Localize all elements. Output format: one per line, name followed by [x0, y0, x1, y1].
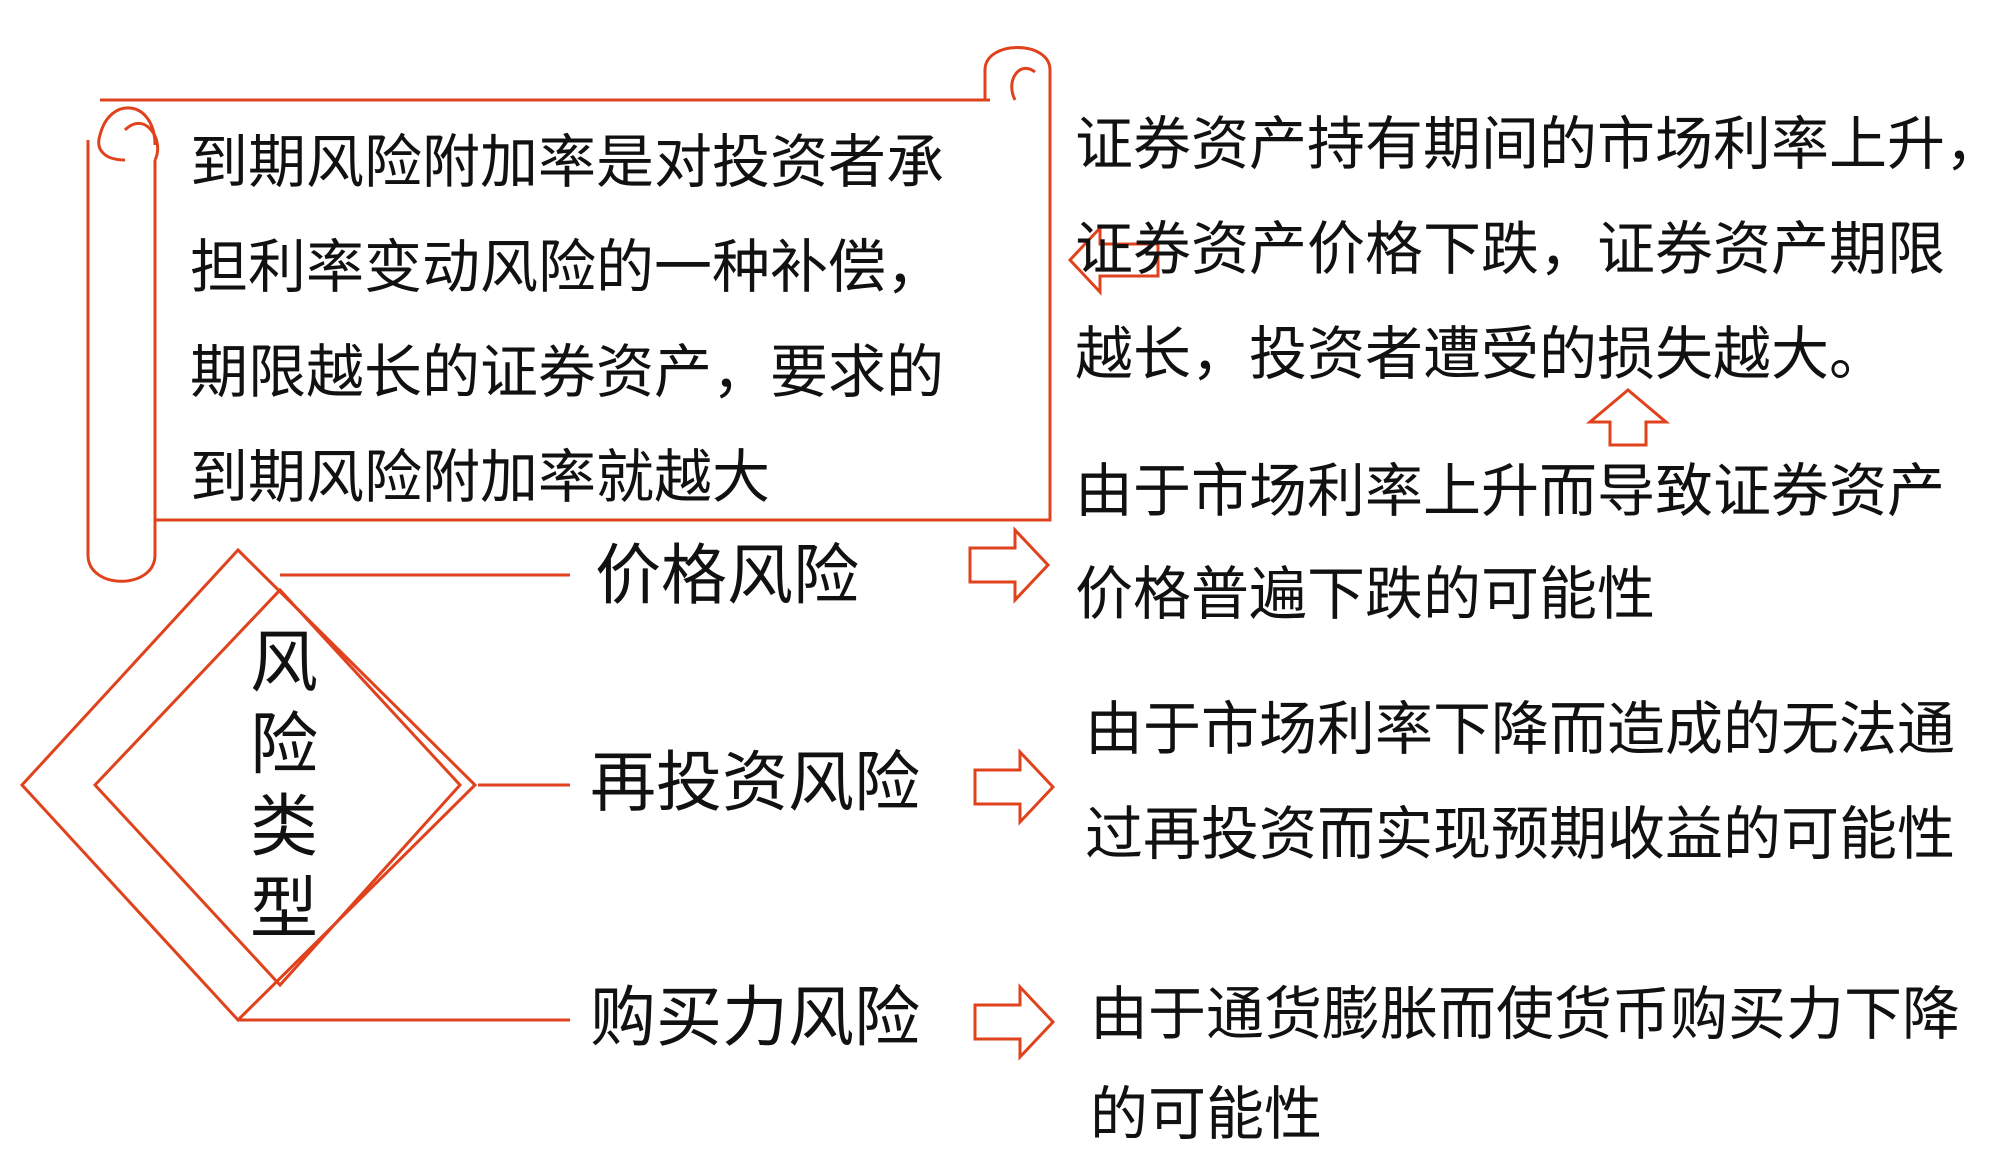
- arrow-up-icon: [1585, 388, 1671, 447]
- center-char-3: 类: [250, 788, 319, 867]
- risk-desc-price-line-1: 由于市场利率上升而导致证券资产: [1075, 457, 1946, 525]
- scroll-bottom-edge: [155, 500, 1052, 522]
- arrow-right-icon-purchasing: [973, 983, 1056, 1061]
- scroll-left-roll: [123, 122, 160, 161]
- risk-label-price: 价格风险: [595, 537, 859, 614]
- risk-desc-price-line-2: 价格普遍下跌的可能性: [1075, 560, 1656, 628]
- risk-desc-reinvest-line-1: 由于市场利率下降而造成的无法通: [1085, 695, 1956, 763]
- risk-desc-reinvest-line-2: 过再投资而实现预期收益的可能性: [1085, 800, 1956, 868]
- scroll-note-line-1: 到期风险附加率是对投资者承: [190, 128, 945, 196]
- center-char-4: 型: [250, 870, 319, 949]
- risk-label-reinvest: 再投资风险: [590, 744, 920, 821]
- scroll-left-edge: [86, 140, 157, 583]
- scroll-frame: [86, 46, 1052, 583]
- scroll-note-line-3: 期限越长的证券资产，要求的: [190, 338, 945, 406]
- diamond-inner: [92, 587, 463, 988]
- explanation-line-2: 证券资产价格下跌，证券资产期限: [1075, 215, 1946, 283]
- center-char-2: 险: [250, 706, 319, 785]
- scroll-note-line-2: 担利率变动风险的一种补偿，: [190, 233, 945, 301]
- scroll-note-line-4: 到期风险附加率就越大: [190, 443, 771, 511]
- scroll-right-curl: [983, 46, 1052, 100]
- risk-desc-purchasing-line-1: 由于通货膨胀而使货币购买力下降: [1090, 980, 1961, 1048]
- risk-label-purchasing: 购买力风险: [590, 979, 920, 1056]
- scroll-left-curl: [97, 106, 157, 162]
- scroll-right-roll: [1010, 66, 1036, 101]
- arrow-left-icon: [1067, 224, 1160, 296]
- explanation-line-1: 证券资产持有期间的市场利率上升，: [1075, 110, 1996, 178]
- center-char-1: 风: [250, 624, 319, 703]
- arrow-right-icon-price: [968, 526, 1051, 604]
- risk-desc-purchasing-line-2: 的可能性: [1090, 1080, 1323, 1148]
- arrow-right-icon-reinvest: [973, 748, 1056, 826]
- explanation-line-3: 越长，投资者遭受的损失越大。: [1075, 320, 1888, 388]
